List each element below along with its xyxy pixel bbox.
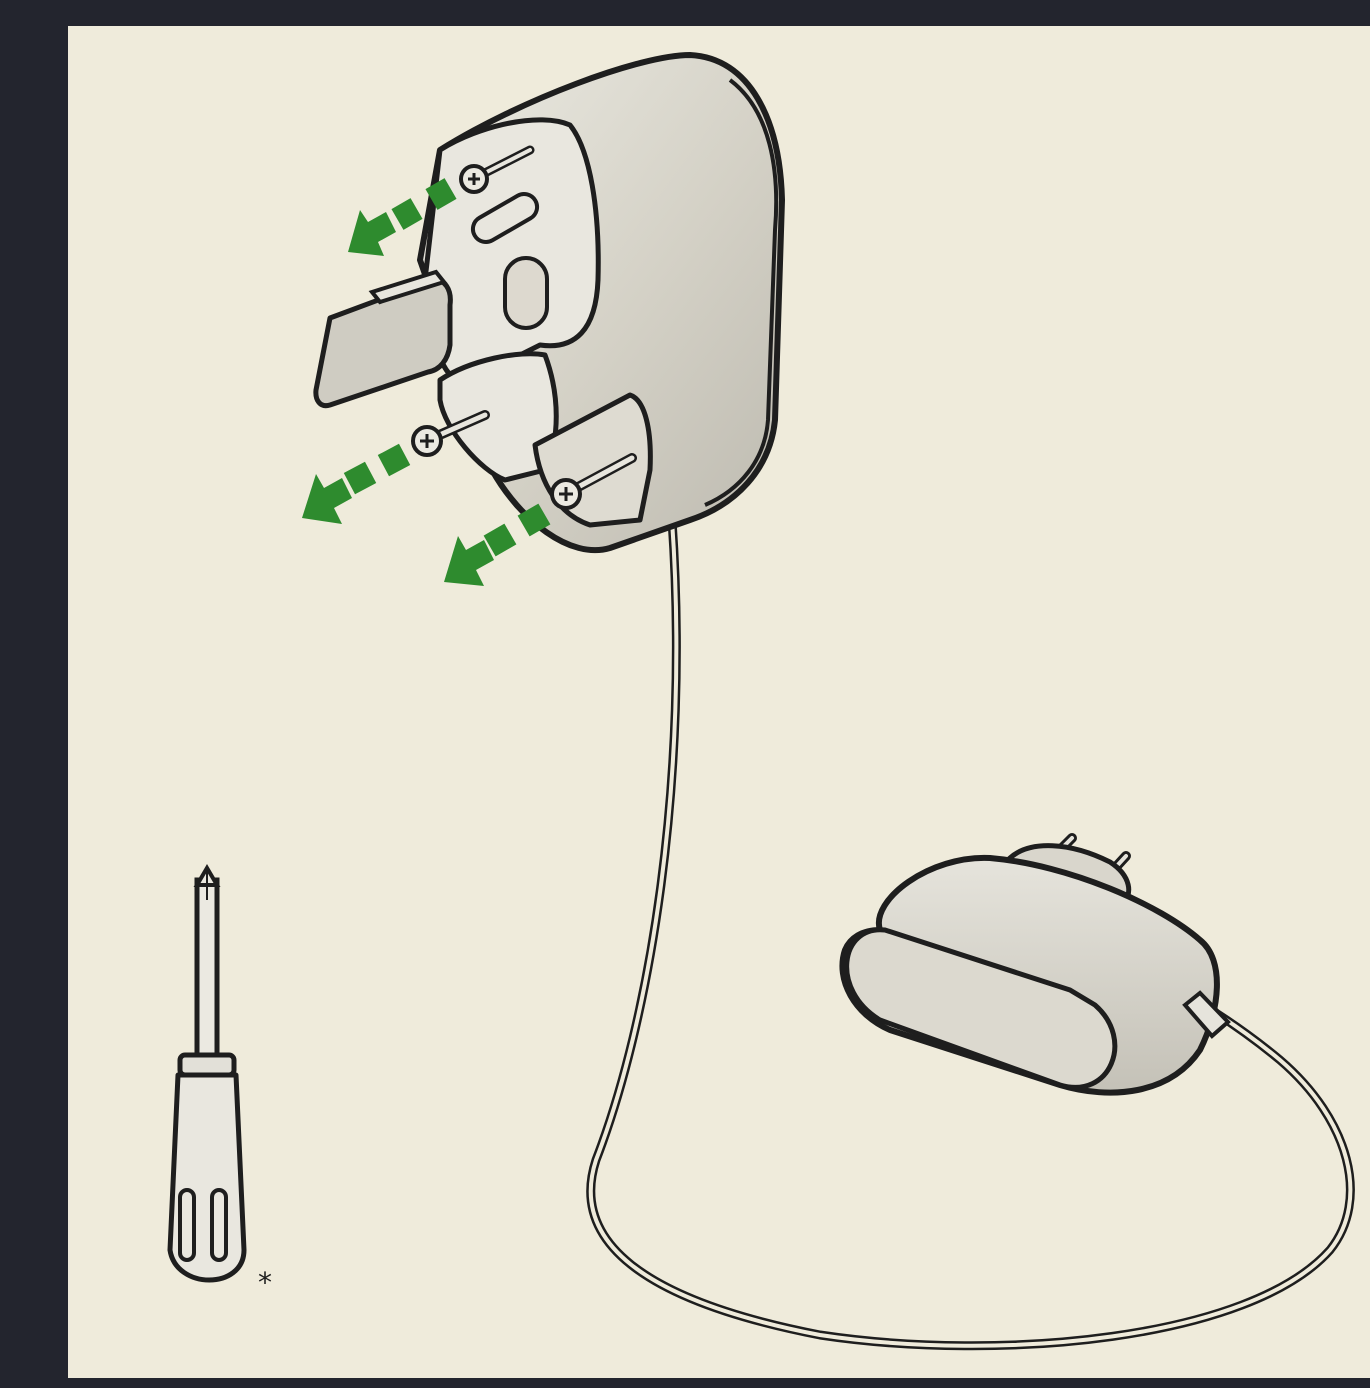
mark-glyph: *: [258, 1266, 272, 1299]
